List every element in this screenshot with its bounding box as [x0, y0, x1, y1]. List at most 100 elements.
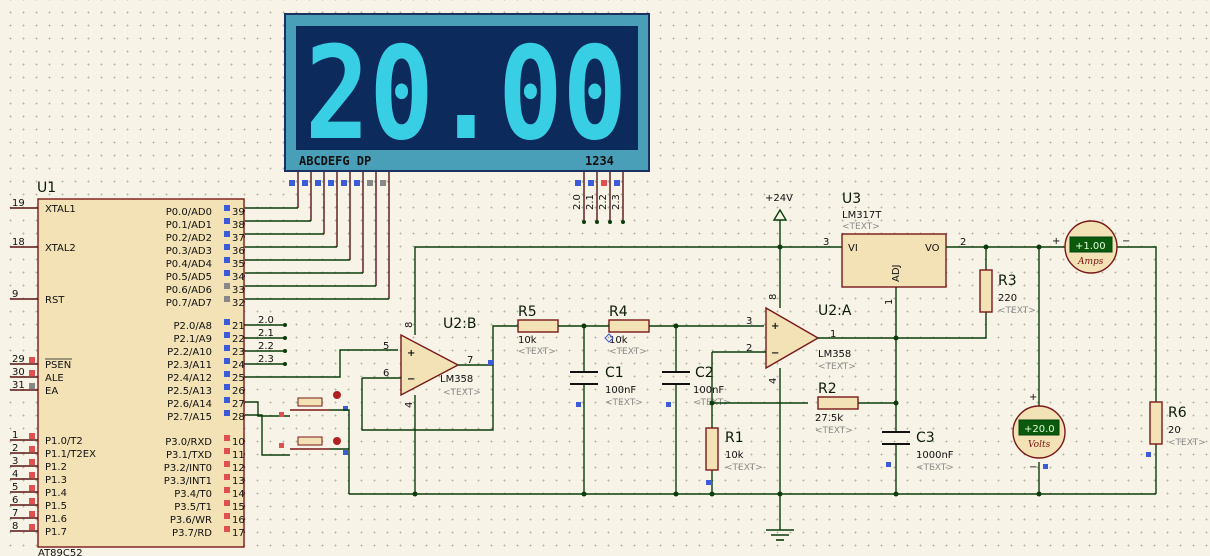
pin-name: PSEN — [45, 360, 71, 371]
r4-text: <TEXT> — [609, 347, 647, 357]
pin-name: P3.7/RD — [172, 528, 212, 539]
capacitor-c3[interactable]: C3 1000nF <TEXT> — [882, 430, 954, 473]
ground-symbol — [766, 529, 794, 541]
pin-name: P1.3 — [45, 475, 67, 486]
wire-p24 — [245, 349, 398, 378]
pin-number: 13 — [232, 476, 245, 487]
u1-pin: 7P1.6 — [10, 508, 67, 525]
ammeter-minus: − — [1122, 236, 1130, 247]
pin-number: 23 — [232, 347, 245, 358]
opamp-u2a[interactable]: + − U2:A LM358 <TEXT> 3 2 1 8 4 — [746, 294, 856, 384]
microcontroller-u1[interactable]: U1 AT89C52 19XTAL118XTAL29RST29PSEN30ALE… — [10, 180, 245, 556]
u2b-text: <TEXT> — [443, 388, 481, 398]
u1-ref: U1 — [37, 180, 56, 196]
c1-value: 100nF — [605, 385, 636, 396]
voltmeter-plus: + — [1029, 392, 1037, 403]
pushbutton-1[interactable] — [245, 391, 350, 494]
pin-number: 4 — [768, 378, 779, 384]
svg-text:+: + — [407, 348, 415, 359]
opamp-u2b[interactable]: + − U2:B LM358 <TEXT> 5 6 7 8 4 — [383, 316, 481, 408]
display-value: 20.00 — [305, 20, 627, 169]
seven-segment-display[interactable]: 20.00 ABCDEFG DP 1234 — [284, 13, 650, 172]
pin-name: P3.3/INT1 — [164, 476, 212, 487]
resistor-r3[interactable]: R3 220 <TEXT> — [979, 269, 1036, 316]
capacitor-c1[interactable]: C1 100nF <TEXT> — [570, 365, 643, 408]
p0-bus-wires — [245, 207, 389, 300]
pin-number: 26 — [232, 386, 245, 397]
pin-name: P2.4/A12 — [167, 373, 212, 384]
pin-number: 38 — [232, 220, 245, 231]
pin-number: 32 — [232, 298, 245, 309]
pin-name: P2.3/A11 — [167, 360, 212, 371]
pin-name: P2.2/A10 — [167, 347, 212, 358]
pin-name: RST — [45, 295, 65, 306]
voltmeter-reading: +20.0 — [1024, 424, 1055, 435]
r3-value: 220 — [998, 293, 1017, 304]
pushbutton-2[interactable] — [245, 414, 349, 456]
u1-right-pins: 39P0.0/AD038P0.1/AD137P0.2/AD236P0.3/AD3… — [164, 205, 245, 539]
pin-number: 5 — [12, 482, 18, 493]
pin-name: P3.4/T0 — [174, 489, 212, 500]
pin-name: P0.5/AD5 — [166, 272, 212, 283]
resistor-r4[interactable]: R4 10k <TEXT> — [604, 304, 650, 357]
u1-pin: 23 P2.2/A10 — [167, 345, 245, 358]
pin-number: 5 — [383, 341, 389, 352]
r2-text: <TEXT> — [815, 426, 853, 436]
c2-ref: C2 — [695, 365, 714, 381]
u3-adj: ADJ — [891, 265, 902, 283]
resistor-r5[interactable]: R5 10k <TEXT> — [517, 304, 559, 357]
pin-number: 6 — [12, 495, 18, 506]
voltmeter-minus: − — [1029, 462, 1037, 473]
u1-left-pins: 19XTAL118XTAL29RST29PSEN30ALE31EA1P1.0/T… — [10, 198, 96, 538]
pin-number: 3 — [746, 316, 752, 327]
resistor-r6[interactable]: R6 20 <TEXT> — [1146, 401, 1206, 457]
pin-number: 1 — [12, 430, 18, 441]
supply-24v: +24V — [765, 193, 793, 221]
u3-text: <TEXT> — [842, 222, 880, 232]
u1-pin: 8P1.7 — [10, 521, 67, 538]
u1-pin: 1P1.0/T2 — [10, 430, 83, 447]
pin-number: 12 — [232, 463, 245, 474]
pin-name: P1.1/T2EX — [45, 449, 96, 460]
pin-name: P2.6/A14 — [167, 399, 212, 410]
net-label: 2.0 — [258, 315, 274, 326]
regulator-u3[interactable]: U3 LM317T <TEXT> VI VO ADJ 3 2 1 — [823, 191, 966, 305]
resistor-r2[interactable]: R2 27.5k <TEXT> — [815, 381, 859, 436]
digit-net-label: 2.0 — [572, 194, 583, 210]
pin-number: 8 — [404, 322, 415, 328]
voltmeter-unit: Volts — [1028, 440, 1051, 450]
svg-text:−: − — [771, 348, 779, 359]
u2a-ref: U2:A — [818, 303, 852, 319]
pin-number: 9 — [12, 289, 18, 300]
u1-pin: 4P1.3 — [10, 469, 67, 486]
r5-text: <TEXT> — [518, 347, 556, 357]
u2b-part: LM358 — [440, 374, 473, 385]
voltmeter[interactable]: +20.0 Volts + − — [1012, 392, 1066, 473]
pin-name: P3.0/RXD — [165, 437, 212, 448]
resistor-r1[interactable]: R1 10k <TEXT> — [705, 427, 763, 473]
u2a-text: <TEXT> — [818, 362, 856, 372]
pin-name: P1.0/T2 — [45, 436, 83, 447]
r5-value: 10k — [518, 335, 537, 346]
pin-name: P1.7 — [45, 527, 67, 538]
pin-name: P2.0/A8 — [173, 321, 212, 332]
pin-number: 7 — [467, 355, 473, 366]
rc-filter-wires — [558, 323, 764, 494]
r6-value: 20 — [1168, 425, 1181, 436]
pin-name: P3.6/WR — [170, 515, 212, 526]
r5-ref: R5 — [518, 304, 537, 320]
ammeter[interactable]: +1.00 Amps + − — [1052, 220, 1130, 274]
pin-name: P1.4 — [45, 488, 67, 499]
r1-text: <TEXT> — [725, 463, 763, 473]
r2-value: 27.5k — [815, 413, 843, 424]
capacitor-c2[interactable]: C2 100nF <TEXT> — [662, 365, 731, 408]
pin-number: 2 — [12, 443, 18, 454]
